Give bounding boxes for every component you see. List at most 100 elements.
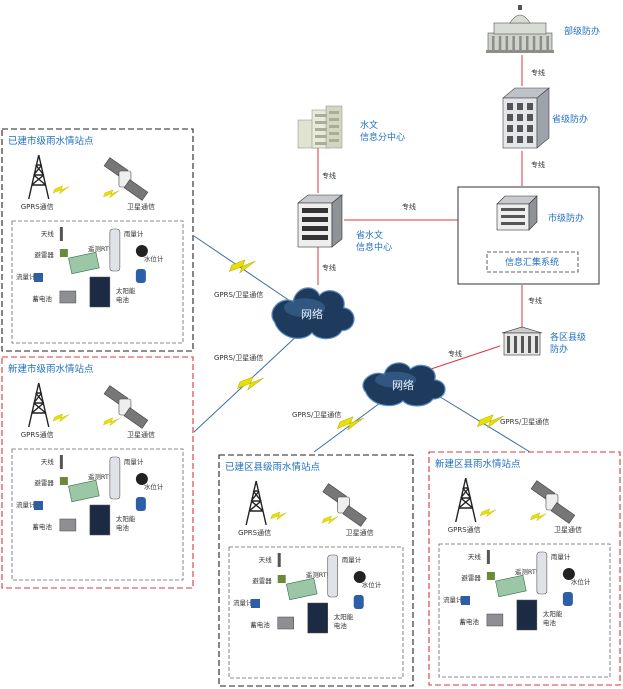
rtu-label: 遥测RTU [515,567,541,576]
water-tank-icon [135,497,146,511]
gprs-tower-icon [28,154,50,200]
station-title: 已建区县级雨水情站点 [225,461,321,473]
edge-label-gprs-2: GPRS/卫星通信 [214,353,263,362]
antenna-label: 天线 [41,229,55,238]
bolt-gprs [52,413,70,423]
solar-label: 太阳能电池 [116,514,136,532]
rtu-label: 遥测RTU [306,570,332,579]
water-level-label: 水位计 [362,580,382,589]
satellite-label: 卫星通信 [127,202,155,211]
battery-label: 蓄电池 [250,620,270,629]
station-4: 新建区县雨水情站点GPRS通信卫星通信天线避雷器遥测RTU雨量计流量计水位计蓄电… [428,451,621,686]
bolt-gprs [270,511,287,521]
water-tank-icon [562,592,573,606]
solar-label: 太阳能电池 [334,612,354,630]
gprs-tower-icon [245,480,267,526]
hydro-subcenter-building-icon [297,105,343,149]
gprs-label: GPRS通信 [21,202,54,211]
rain-gauge-label: 雨量计 [124,229,144,238]
arrester-icon [59,249,68,257]
bolt-station4 [476,414,504,429]
flow-meter-label: 流量计 [233,598,253,607]
water-tank-icon [135,269,146,283]
solar-panel-icon [89,276,111,308]
bolt-satellite [530,512,547,522]
battery-label: 蓄电池 [32,522,52,531]
rtu-icon [68,479,100,503]
rtu-icon [495,574,527,598]
ministry-building-icon [486,5,554,53]
battery-icon [59,290,77,304]
edge-label-provhydro-net1: 专线 [322,263,336,272]
edge-label-provhydro-city: 专线 [402,202,416,211]
station-title: 已建市级雨水情站点 [8,135,94,147]
satellite-icon [103,157,149,201]
gprs-label: GPRS通信 [21,430,54,439]
arrester-icon [486,572,495,580]
edge-label-gprs-4: GPRS/卫星通信 [500,417,549,426]
rtu-label: 遥测RTU [88,244,114,253]
rain-gauge-icon [109,228,121,272]
station-title: 新建市级雨水情站点 [8,363,94,375]
bolt-gprs [52,185,70,195]
rain-gauge-label: 雨量计 [551,552,571,561]
satellite-icon [103,385,149,429]
water-tank-icon [353,595,364,609]
flow-meter-icon [34,273,43,282]
edge-label-province-city: 专线 [531,160,545,169]
arrester-icon [59,477,68,485]
battery-icon [59,518,77,532]
water-level-gauge-icon [353,571,366,583]
battery-label: 蓄电池 [459,617,479,626]
satellite-label: 卫星通信 [554,525,582,534]
flow-meter-icon [251,599,260,608]
antenna-icon [59,227,63,241]
water-level-gauge-icon [562,568,575,580]
rain-gauge-icon [109,456,121,500]
bolt-station1 [228,259,256,274]
rtu-icon [286,577,318,601]
gprs-label: GPRS通信 [448,525,481,534]
battery-label: 蓄电池 [32,294,52,303]
arrester-label: 避雷器 [34,250,54,259]
district-building-icon [501,326,543,356]
solar-panel-icon [307,602,328,634]
water-level-label: 水位计 [144,254,164,263]
bolt-station2 [236,376,264,391]
rain-gauge-icon [327,554,339,598]
flow-meter-label: 流量计 [16,272,36,281]
water-level-gauge-icon [135,473,148,485]
antenna-icon [486,550,490,564]
ministry-label: 部级防办 [564,25,600,37]
hydro-subcenter-label: 水文信息分中心 [360,119,405,143]
city-flood-label: 市级防办 [548,212,584,224]
gprs-label: GPRS通信 [238,528,271,537]
edge-label-district-net2: 专线 [448,349,462,358]
network-cloud-2-label: 网络 [392,378,414,392]
info-system-label: 信息汇集系统 [505,256,559,268]
antenna-icon [277,553,281,567]
arrester-label: 避雷器 [34,478,54,487]
rain-gauge-label: 雨量计 [342,555,362,564]
edge-label-gprs-3: GPRS/卫星通信 [292,410,341,419]
gprs-tower-icon [28,382,50,428]
satellite-label: 卫星通信 [346,528,374,537]
rtu-label: 遥测RTU [88,472,114,481]
edge-label-hydrosub-provhydro: 专线 [322,171,336,180]
satellite-icon [322,483,367,527]
flow-meter-icon [461,596,470,605]
antenna-label: 天线 [41,457,55,466]
water-level-label: 水位计 [571,577,591,586]
flow-meter-label: 流量计 [16,500,36,509]
bolt-gprs [479,508,497,518]
bolt-satellite [321,515,339,525]
flow-meter-icon [34,501,43,510]
antenna-label: 天线 [468,552,482,561]
city-server-icon [496,195,538,231]
satellite-label: 卫星通信 [127,430,155,439]
solar-label: 太阳能电池 [543,609,563,627]
solar-label: 太阳能电池 [116,286,136,304]
network-cloud-2: 网络 [362,362,446,407]
